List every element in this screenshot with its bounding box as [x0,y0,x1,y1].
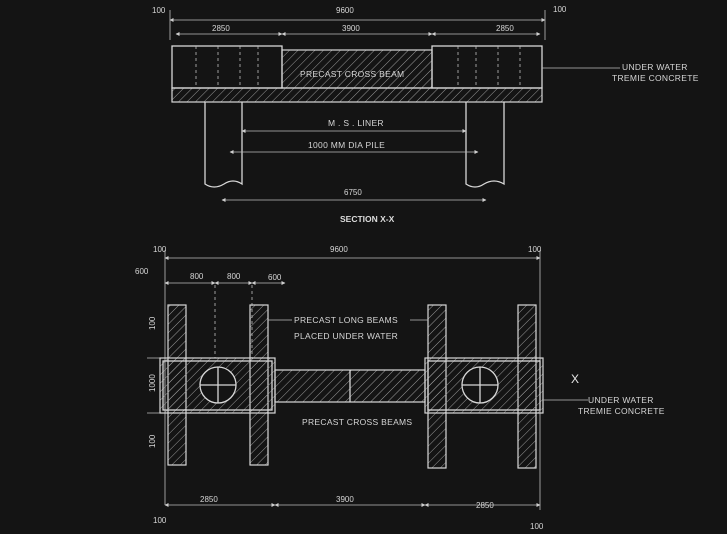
plan-dim-b: 800 [227,272,241,281]
plan-bottom-left-offset: 100 [153,516,167,525]
plan-dim-left-offset: 100 [153,245,167,254]
plan-bottom-right-offset: 100 [530,522,544,531]
plan-bottom-dim-right: 2850 [476,501,494,510]
section-right-concrete-block [431,45,543,89]
plan-long-beams-label-1: PRECAST LONG BEAMS [294,315,398,325]
section-precast-cross-beam [281,49,433,89]
section-concrete-label-2: TREMIE CONCRETE [612,73,699,83]
section-view: 100 9600 100 2850 3900 2850 PRECAST CROS… [152,5,699,224]
section-dim-left-offset: 100 [152,6,166,15]
plan-cross-beams-label: PRECAST CROSS BEAMS [302,417,412,427]
plan-dim-total: 9600 [330,245,348,254]
plan-block-inner-outline [162,360,273,411]
plan-long-beams-label-2: PLACED UNDER WATER [294,331,398,341]
plan-dim-left-600: 600 [135,267,149,276]
plan-bottom-dim-mid: 3900 [336,495,354,504]
section-dim-mid-span: 3900 [342,24,360,33]
section-beam-bottom-strip [171,87,543,103]
plan-view: 100 9600 100 800 800 600 600 100 1000 10… [135,245,665,531]
plan-vert-dim-top: 100 [148,316,157,330]
plan-dim-c: 600 [268,273,282,282]
section-pile-label: 1000 MM DIA PILE [308,140,385,150]
plan-vert-dim-mid: 1000 [148,374,157,392]
plan-vert-dim-bottom: 100 [148,434,157,448]
section-dim-left-span: 2850 [212,24,230,33]
plan-dim-right-offset: 100 [528,245,542,254]
section-dim-total: 9600 [336,6,354,15]
plan-concrete-label-2: TREMIE CONCRETE [578,406,665,416]
section-dim-right-offset: 100 [553,5,567,14]
section-concrete-label-1: UNDER WATER [622,62,688,72]
section-left-pile [204,102,243,188]
section-beam-label: PRECAST CROSS BEAM [300,69,404,79]
plan-bottom-dim-left: 2850 [200,495,218,504]
plan-concrete-label-1: UNDER WATER [588,395,654,405]
section-liner-label: M . S . LINER [328,118,384,128]
plan-dim-a: 800 [190,272,204,281]
section-right-pile [465,102,505,188]
section-title: SECTION X-X [340,214,395,224]
section-pile-spacing: 6750 [344,188,362,197]
section-dim-right-span: 2850 [496,24,514,33]
plan-block-inner-outline [427,360,541,411]
plan-x-marker: X [571,372,579,386]
section-left-concrete-block [171,45,283,89]
